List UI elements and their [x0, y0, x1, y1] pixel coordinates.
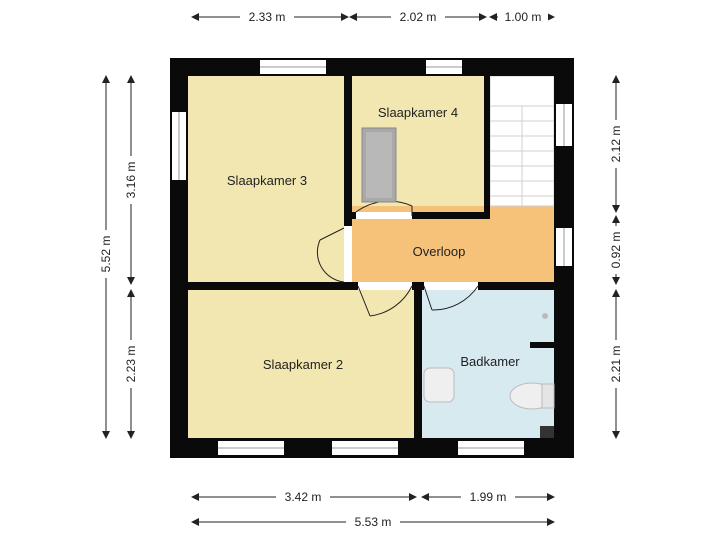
label-overloop: Overloop — [413, 244, 466, 259]
toilet — [423, 367, 455, 403]
label-slaapkamer-3: Slaapkamer 3 — [227, 173, 307, 188]
windows — [172, 60, 572, 455]
dim-bottom-right: 1.99 m — [470, 490, 507, 504]
room-slaapkamer-3 — [188, 76, 346, 284]
dim-top-left: 2.33 m — [249, 10, 286, 24]
label-slaapkamer-2: Slaapkamer 2 — [263, 357, 343, 372]
staircase — [489, 75, 555, 207]
dim-right-middle: 0.92 m — [609, 232, 623, 269]
dim-right-upper: 2.12 m — [609, 126, 623, 163]
room-slaapkamer-2 — [188, 288, 416, 438]
dim-top-right: 1.00 m — [505, 10, 542, 24]
label-badkamer: Badkamer — [460, 354, 520, 369]
dim-left-lower: 2.23 m — [124, 346, 138, 383]
dim-top-middle: 2.02 m — [400, 10, 437, 24]
dimension-labels: 2.33 m 2.02 m 1.00 m 3.42 m 1.99 m 5.53 … — [98, 9, 624, 530]
fixtures — [361, 127, 555, 438]
label-slaapkamer-4: Slaapkamer 4 — [378, 105, 458, 120]
dim-bottom-left: 3.42 m — [285, 490, 322, 504]
room-badkamer — [422, 288, 554, 438]
dim-left-total: 5.52 m — [99, 236, 113, 273]
dim-left-upper: 3.16 m — [124, 162, 138, 199]
dim-right-lower: 2.21 m — [609, 346, 623, 383]
dim-bottom-total: 5.53 m — [355, 515, 392, 529]
